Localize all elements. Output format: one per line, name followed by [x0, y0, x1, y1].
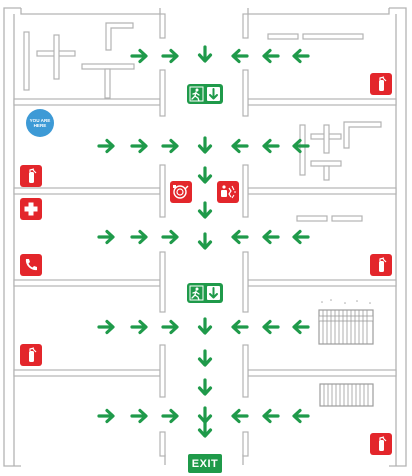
fire-hose-icon	[173, 185, 189, 199]
emergency-phone-icon	[25, 259, 37, 271]
arrow-icon	[262, 408, 280, 424]
arrow-icon	[197, 378, 213, 396]
arrow-icon	[262, 229, 280, 245]
fire-extinguisher-icon	[29, 168, 37, 183]
emergency-exit-sign	[187, 84, 223, 104]
furniture-top-left	[23, 22, 135, 99]
first-aid-sign	[20, 198, 42, 220]
arrow-icon	[292, 408, 310, 424]
arrow-icon	[231, 319, 249, 335]
fire-extinguisher-sign	[370, 73, 392, 95]
arrow-icon	[130, 408, 148, 424]
emergency-exit-running-man-icon	[189, 86, 220, 102]
arrow-icon	[292, 229, 310, 245]
first-aid-icon	[24, 202, 38, 216]
emergency-phone-sign	[20, 254, 42, 276]
furniture-second-right	[299, 121, 382, 181]
fire-hose-sign	[170, 181, 192, 203]
outer-walls	[3, 7, 407, 467]
arrow-icon	[97, 319, 115, 335]
fire-extinguisher-icon	[29, 347, 37, 362]
arrow-icon	[231, 408, 249, 424]
fire-extinguisher-icon	[379, 76, 387, 91]
fire-alarm-sign	[217, 181, 239, 203]
furniture-third-right	[296, 215, 363, 222]
arrow-icon	[97, 138, 115, 154]
arrow-icon	[197, 201, 213, 219]
fire-extinguisher-sign	[370, 254, 392, 276]
fire-alarm-icon	[221, 185, 236, 199]
arrow-icon	[292, 48, 310, 64]
corridor-walls	[159, 13, 249, 457]
fire-extinguisher-icon	[379, 436, 387, 451]
arrow-icon	[231, 138, 249, 154]
fire-extinguisher-icon	[379, 257, 387, 272]
arrow-icon	[231, 229, 249, 245]
you-are-here-marker: YOU ARE HERE	[26, 109, 54, 137]
arrow-icon	[262, 319, 280, 335]
arrow-icon	[197, 317, 213, 335]
arrow-icon	[130, 138, 148, 154]
staircase-lower	[319, 383, 374, 407]
exit-sign: EXIT	[188, 454, 222, 473]
arrow-icon	[97, 408, 115, 424]
fire-extinguisher-sign	[370, 433, 392, 455]
furniture-top-right	[267, 33, 364, 40]
arrow-icon	[130, 319, 148, 335]
arrow-icon	[262, 48, 280, 64]
arrow-icon	[197, 136, 213, 154]
arrow-icon	[130, 48, 148, 64]
you-are-here-label: YOU ARE HERE	[29, 118, 51, 128]
arrow-icon	[197, 420, 213, 438]
staircase-upper	[318, 299, 374, 345]
arrow-icon	[197, 232, 213, 250]
arrow-icon	[292, 319, 310, 335]
arrow-icon	[197, 349, 213, 367]
emergency-exit-sign	[187, 283, 223, 303]
arrow-icon	[130, 229, 148, 245]
emergency-exit-running-man-icon	[189, 285, 220, 301]
arrow-icon	[197, 406, 213, 424]
arrow-icon	[231, 48, 249, 64]
exit-label: EXIT	[191, 457, 219, 470]
arrow-icon	[197, 166, 213, 184]
arrow-icon	[161, 408, 179, 424]
arrow-icon	[97, 229, 115, 245]
arrow-icon	[161, 229, 179, 245]
arrow-icon	[262, 138, 280, 154]
arrow-icon	[161, 319, 179, 335]
fire-extinguisher-sign	[20, 165, 42, 187]
arrow-icon	[161, 138, 179, 154]
arrow-icon	[197, 45, 213, 63]
fire-extinguisher-sign	[20, 344, 42, 366]
arrow-icon	[161, 48, 179, 64]
